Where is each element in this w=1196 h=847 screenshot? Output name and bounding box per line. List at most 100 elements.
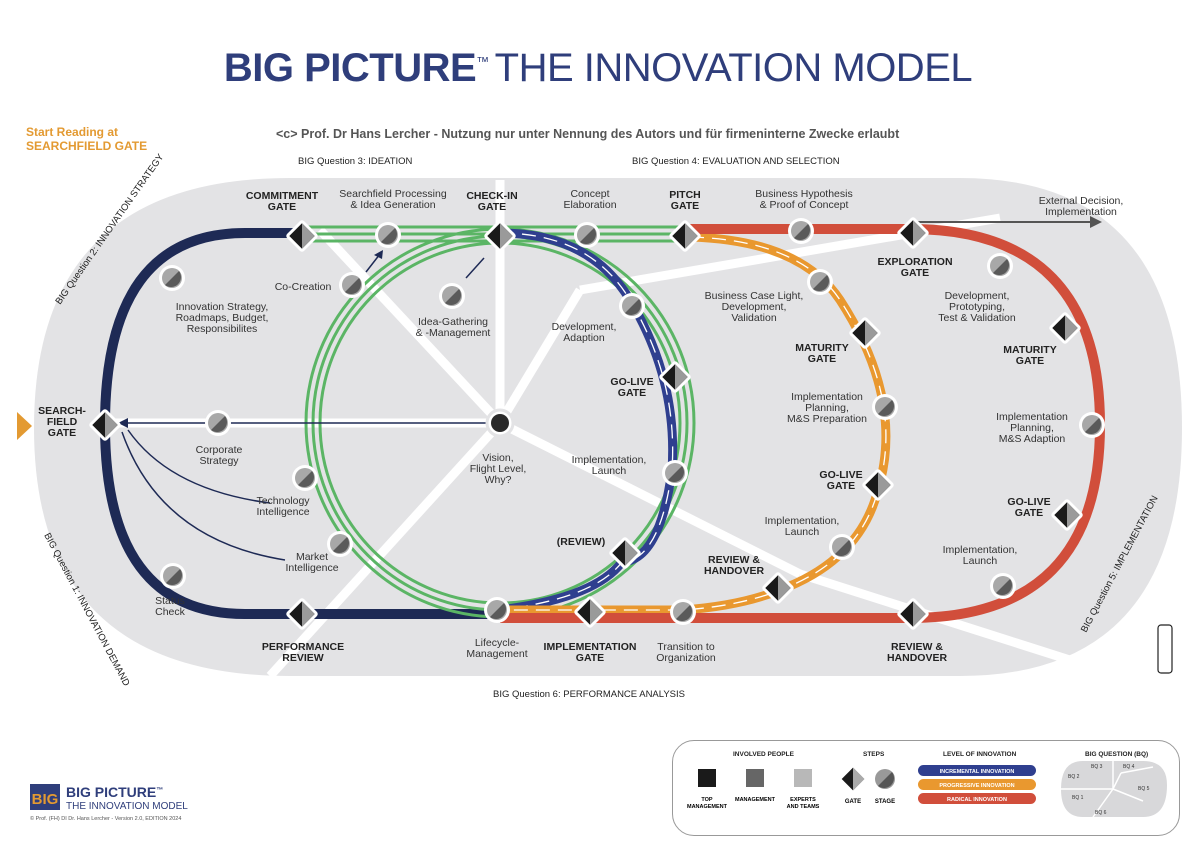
stage-transition[interactable]: [670, 599, 696, 625]
stage-market[interactable]: [327, 531, 353, 557]
gate-pitch[interactable]: [668, 219, 702, 253]
stage-technology[interactable]: [292, 465, 318, 491]
svg-text:BQ 5: BQ 5: [1138, 786, 1150, 792]
svg-text:STAGE: STAGE: [875, 799, 895, 805]
label-searchfield-processing: Searchfield Processing& Idea Generation: [339, 188, 447, 211]
gates-layer: [88, 216, 1084, 631]
svg-text:TOP: TOP: [701, 797, 713, 803]
incremental-swatch: [918, 765, 1036, 776]
gate-searchfield[interactable]: [88, 408, 122, 442]
gate-performance[interactable]: [285, 597, 319, 631]
stage-development-adaption[interactable]: [619, 293, 645, 319]
gate-golive-blue[interactable]: [658, 360, 692, 394]
legend-stage-icon: [875, 769, 895, 789]
stage-hypothesis[interactable]: [788, 218, 814, 244]
bq6-label: BIG Question 6: PERFORMANCE ANALYSIS: [493, 689, 685, 700]
svg-text:INCREMENTAL INNOVATION: INCREMENTAL INNOVATION: [940, 769, 1015, 775]
copyright-note: <c> Prof. Dr Hans Lercher - Nutzung nur …: [276, 127, 900, 141]
label-vision: Vision,Flight Level,Why?: [470, 452, 527, 486]
gate-commitment[interactable]: [285, 219, 319, 253]
stage-development-proto[interactable]: [987, 253, 1013, 279]
stage-concept[interactable]: [574, 222, 600, 248]
label-idea-gathering: Idea-Gathering& -Management: [416, 316, 491, 339]
license-badge: [1157, 624, 1173, 674]
gate-exploration[interactable]: [896, 216, 930, 250]
label-strategy: Innovation Strategy,Roadmaps, Budget,Res…: [176, 301, 269, 335]
label-impl-launch-orange: Implementation,Launch: [765, 515, 840, 538]
gate-golive-red[interactable]: [1050, 498, 1084, 532]
stage-status[interactable]: [160, 563, 186, 589]
gate-implementation[interactable]: [573, 595, 607, 629]
stage-impl-planning-orange[interactable]: [872, 394, 898, 420]
label-impl-launch-red: Implementation,Launch: [943, 544, 1018, 567]
stage-impl-launch-red[interactable]: [990, 573, 1016, 599]
svg-text:MANAGEMENT: MANAGEMENT: [687, 804, 728, 810]
label-review-blue: (REVIEW): [557, 536, 605, 548]
label-business-case: Business Case Light,Development,Validati…: [705, 290, 804, 324]
stage-corporate[interactable]: [205, 410, 231, 436]
stage-business-case[interactable]: [807, 269, 833, 295]
label-lifecycle: Lifecycle-Management: [466, 637, 527, 660]
gate-review-red[interactable]: [896, 597, 930, 631]
svg-text:AND TEAMS: AND TEAMS: [787, 804, 820, 810]
svg-text:BQ 6: BQ 6: [1095, 810, 1107, 816]
svg-text:EXPERTS: EXPERTS: [790, 797, 816, 803]
logo: BIG BIG PICTURE™ THE INNOVATION MODEL © …: [30, 784, 290, 829]
stage-cocreation[interactable]: [339, 272, 365, 298]
gate-checkin[interactable]: [483, 219, 517, 253]
stage-strategy[interactable]: [159, 265, 185, 291]
legend-level: LEVEL OF INNOVATION: [943, 751, 1017, 758]
stages-layer: [159, 218, 1105, 625]
experts-swatch: [794, 769, 812, 787]
svg-text:BQ 4: BQ 4: [1123, 764, 1135, 770]
stage-lifecycle[interactable]: [484, 597, 510, 623]
logo-mark: BIG: [32, 791, 59, 808]
label-cocreation: Co-Creation: [275, 281, 332, 293]
inner-arrows: [121, 253, 492, 561]
progressive-swatch: [918, 779, 1036, 790]
bq3-label: BIG Question 3: IDEATION: [298, 156, 413, 167]
stage-impl-launch-orange[interactable]: [829, 534, 855, 560]
svg-text:PROGRESSIVE INNOVATION: PROGRESSIVE INNOVATION: [939, 783, 1014, 789]
management-swatch: [746, 769, 764, 787]
stage-idea-gathering[interactable]: [439, 283, 465, 309]
stage-impl-planning-red[interactable]: [1079, 412, 1105, 438]
logo-footer: © Prof. (FH) DI Dr. Hans Lercher - Versi…: [30, 815, 181, 822]
stage-searchfield-processing[interactable]: [375, 222, 401, 248]
gate-review-blue[interactable]: [608, 536, 642, 570]
gate-review-orange[interactable]: [761, 571, 795, 605]
legend-gate-icon: [841, 767, 865, 791]
logo-mark-box: [30, 784, 60, 810]
label-external: External Decision,Implementation: [1039, 195, 1124, 218]
external-arrow: [915, 216, 1102, 228]
bq4-label: BIG Question 4: EVALUATION AND SELECTION: [632, 156, 840, 167]
gate-maturity-red[interactable]: [1048, 311, 1082, 345]
gate-golive-orange[interactable]: [861, 468, 895, 502]
svg-text:RADICAL INNOVATION: RADICAL INNOVATION: [947, 797, 1007, 803]
gate-maturity-orange[interactable]: [848, 316, 882, 350]
label-hypothesis: Business Hypothesis& Proof of Concept: [755, 188, 852, 211]
svg-text:BQ 2: BQ 2: [1068, 774, 1080, 780]
legend-steps: STEPS: [863, 751, 885, 758]
label-development-adaption: Development,Adaption: [552, 321, 617, 344]
stage-impl-launch-blue[interactable]: [662, 460, 688, 486]
legend-bq: BIG QUESTION (BQ): [1085, 751, 1148, 758]
